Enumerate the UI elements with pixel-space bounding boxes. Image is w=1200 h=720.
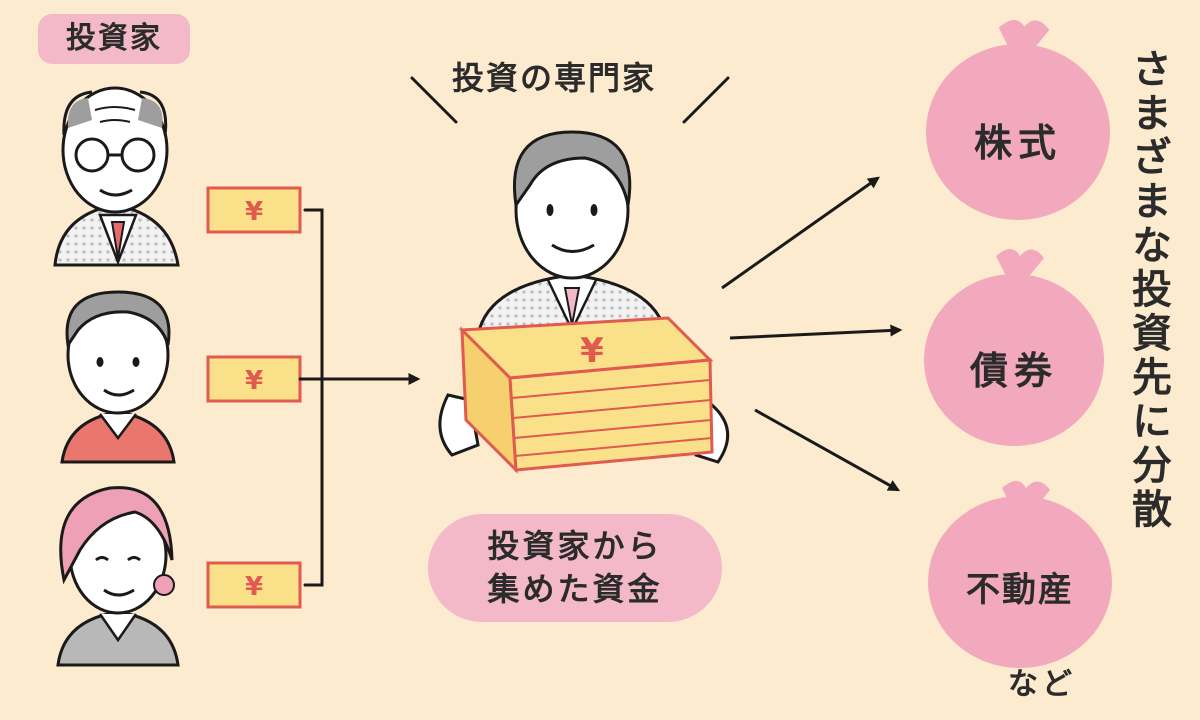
destination-label-stocks: 株式 — [973, 121, 1062, 165]
svg-text:¥: ¥ — [580, 331, 604, 371]
diversify-caption: さまざまな投資先に分散 — [1125, 48, 1171, 532]
yen-note: ¥ — [206, 561, 302, 609]
money-bag-stocks — [926, 20, 1110, 220]
destination-label-real-estate: 不動産 — [966, 570, 1074, 610]
investment-expert — [438, 130, 730, 464]
destination-label-bonds: 債券 — [969, 349, 1058, 393]
investor-woman — [56, 486, 180, 667]
pooled-funds-line2: 集めた資金 — [487, 570, 663, 608]
money-bag-real-estate — [928, 481, 1112, 668]
investor-man — [60, 290, 176, 464]
pooled-funds-line1: 投資家から — [487, 526, 663, 565]
arrow-to-bonds — [729, 324, 903, 340]
emphasis-strokes — [410, 76, 730, 124]
pooled-funds-label: 投資家から 集めた資金 — [428, 514, 722, 622]
etc-label: など — [1008, 667, 1076, 702]
collection-connector — [298, 208, 324, 587]
money-stack: ¥ — [458, 316, 714, 474]
svg-text:¥: ¥ — [245, 366, 263, 396]
yen-note: ¥ — [206, 355, 302, 403]
arrow-to-stocks — [721, 176, 880, 290]
svg-text:¥: ¥ — [245, 572, 263, 602]
expert-title: 投資の専門家 — [452, 59, 657, 97]
investor-label: 投資家 — [38, 14, 190, 64]
investor-elderly-man — [53, 86, 180, 267]
yen-note: ¥ — [206, 186, 302, 234]
money-bag-bonds — [924, 249, 1104, 446]
svg-text:¥: ¥ — [245, 197, 263, 227]
arrow-to-real-estate — [754, 408, 901, 492]
